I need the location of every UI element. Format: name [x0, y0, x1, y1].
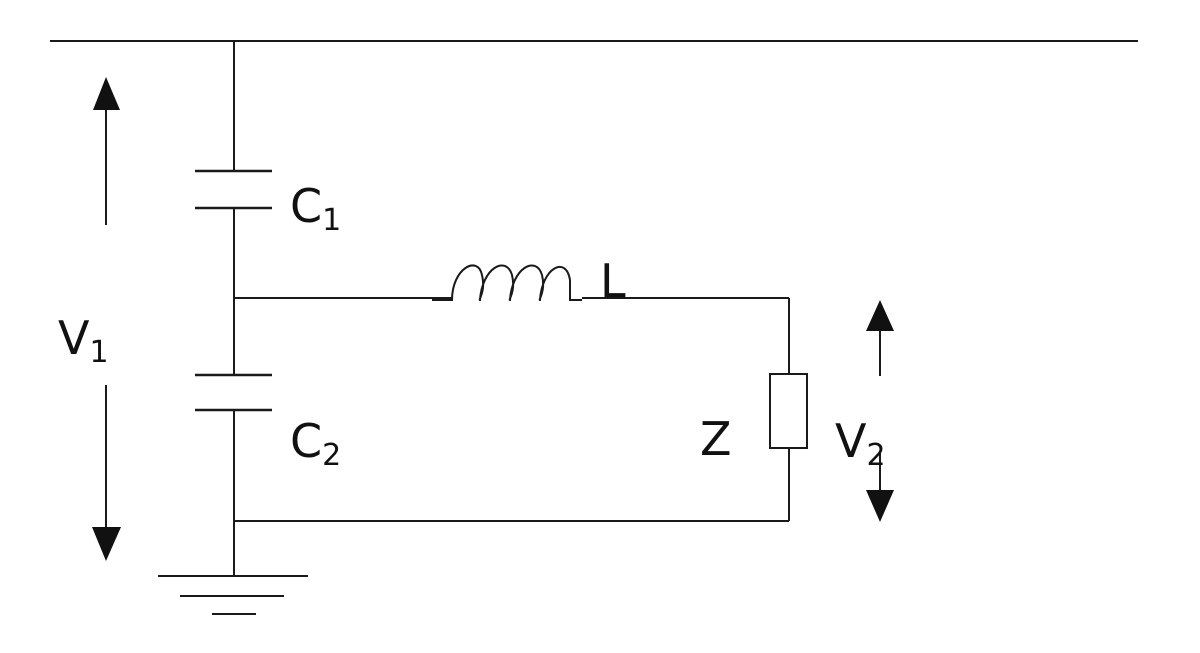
v1-up-arrowhead [93, 77, 120, 110]
label-v1: V1 [58, 311, 109, 370]
impedance-z-box [769, 373, 808, 449]
label-c2: C2 [290, 414, 341, 473]
inductor-coil [432, 264, 582, 302]
v1-down-arrowhead [92, 527, 121, 561]
label-z: Z [700, 412, 732, 466]
v2-up-arrowhead [866, 300, 894, 331]
label-l: L [600, 254, 626, 308]
label-c1: C1 [290, 179, 341, 238]
label-v2: V2 [835, 414, 886, 473]
v2-down-arrowhead [866, 490, 894, 522]
